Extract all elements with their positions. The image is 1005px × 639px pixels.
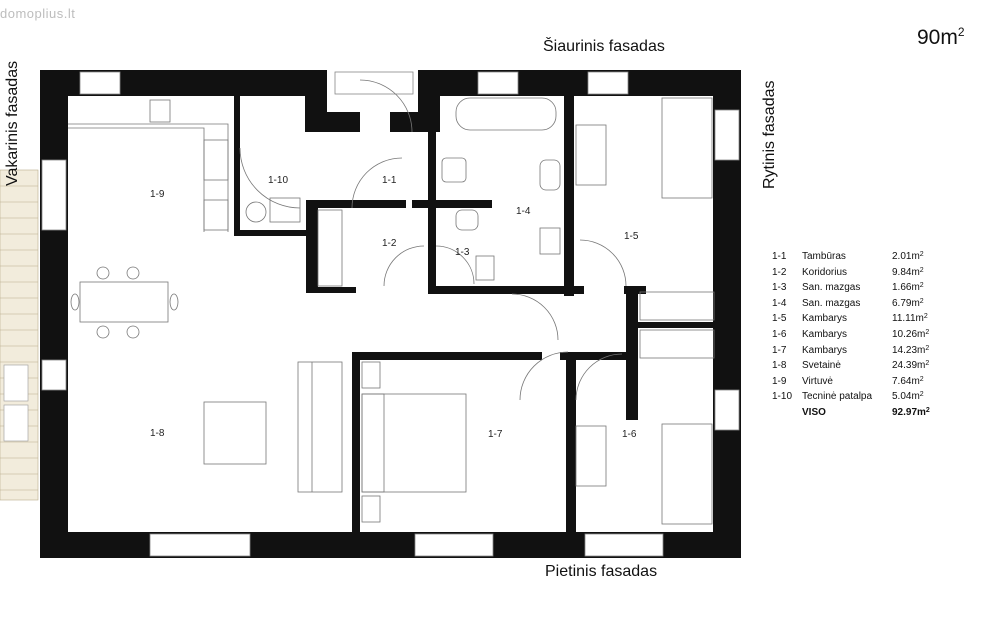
room-label-1-1: 1-1: [382, 175, 397, 186]
terrace-decking: [0, 169, 39, 501]
facade-east: Rytinis fasadas: [761, 80, 778, 190]
room-label-1-7: 1-7: [488, 429, 503, 440]
total-area: 92.97m2: [892, 406, 930, 418]
facade-north: Šiaurinis fasadas: [543, 38, 665, 55]
room-label-1-10: 1-10: [268, 175, 288, 186]
room-label-1-4: 1-4: [516, 206, 531, 217]
room-label-1-9: 1-9: [150, 189, 165, 200]
area-badge: 90m2: [917, 25, 965, 50]
area-badge-value: 90m: [917, 26, 958, 49]
area-badge-sup: 2: [957, 25, 965, 39]
furniture: [68, 79, 715, 525]
facade-west: Vakarinis fasadas: [4, 60, 21, 186]
double-bed: [361, 393, 467, 493]
interior-walls: [234, 96, 716, 534]
room-label-1-6: 1-6: [622, 429, 637, 440]
dining-table: [79, 281, 169, 323]
sofa: [297, 361, 343, 493]
bed-1-5: [661, 97, 713, 199]
room-labels: 1-9 1-10 1-1 1-2 1-3 1-4 1-5 1-8 1-7 1-6: [150, 175, 639, 440]
coffee-table: [203, 401, 267, 465]
bed-1-6: [661, 423, 713, 525]
room-label-1-5: 1-5: [624, 231, 639, 242]
room-label-1-8: 1-8: [150, 428, 165, 439]
room-label-1-3: 1-3: [455, 247, 470, 258]
schedule-total-row: VISO 92.97m2: [772, 405, 952, 421]
total-label: VISO: [802, 406, 826, 418]
stove-icon: [149, 99, 171, 123]
windows: [41, 71, 740, 557]
site-watermark: domoplius.lt: [0, 6, 76, 21]
facade-south: Pietinis fasadas: [545, 563, 658, 580]
bathtub: [455, 97, 557, 131]
room-label-1-2: 1-2: [382, 238, 397, 249]
